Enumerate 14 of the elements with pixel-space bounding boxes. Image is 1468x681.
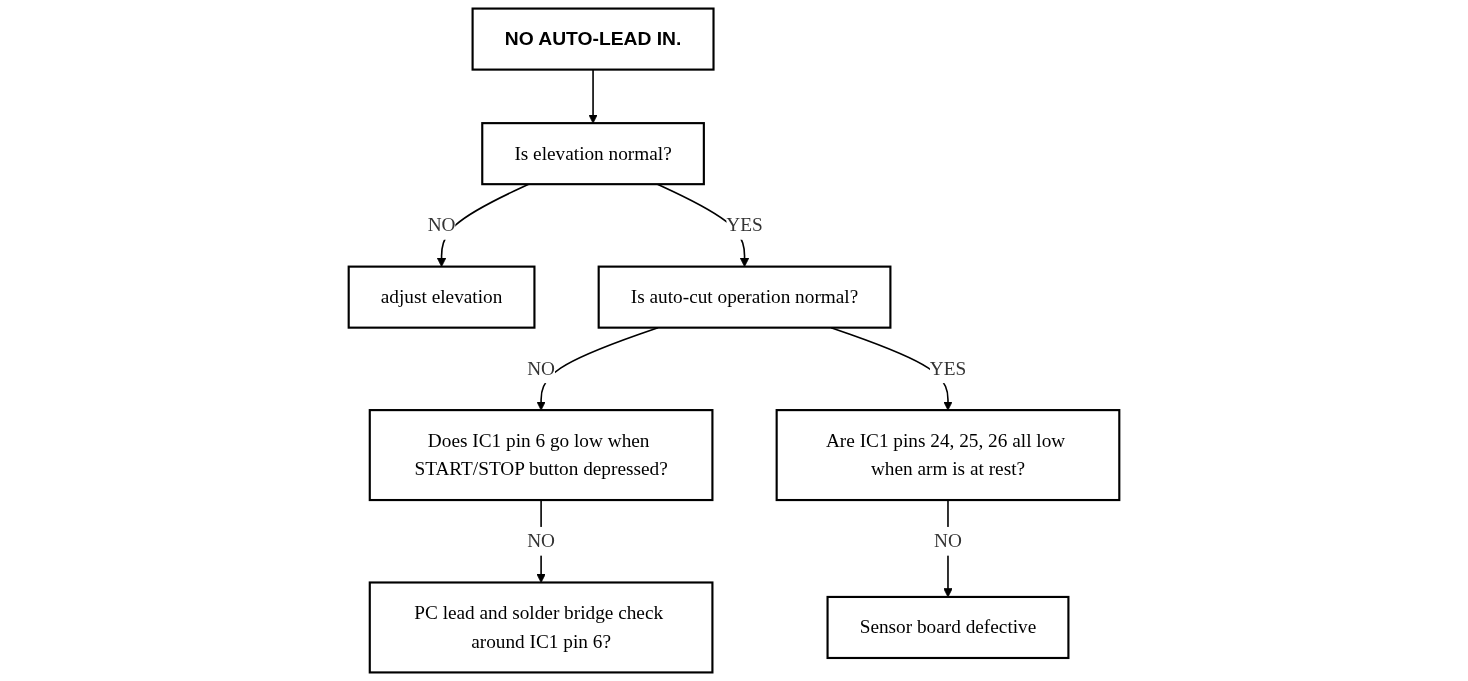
- edge-label: NO: [527, 357, 556, 380]
- node-box: PC lead and solder bridge check around IC1 pin 6?: [368, 581, 714, 674]
- node-box: NO AUTO-LEAD IN.: [471, 7, 715, 71]
- edge-label: YES: [726, 214, 763, 236]
- edge-label: NO: [527, 530, 556, 552]
- node-box: Is elevation normal?: [481, 122, 705, 186]
- node-box: adjust elevation: [347, 265, 536, 329]
- edge-label: NO: [934, 530, 962, 552]
- node-box: Does IC1 pin 6 go low when START/STOP button depressed?: [368, 409, 714, 502]
- edge-label: YES: [929, 357, 967, 380]
- node-box: Sensor board defective: [826, 595, 1070, 660]
- node-box: Is auto-cut operation normal?: [597, 265, 892, 329]
- edge-label: NO: [427, 214, 456, 236]
- node-box: Are IC1 pins 24, 25, 26 all low when arm is at rest?: [775, 409, 1121, 502]
